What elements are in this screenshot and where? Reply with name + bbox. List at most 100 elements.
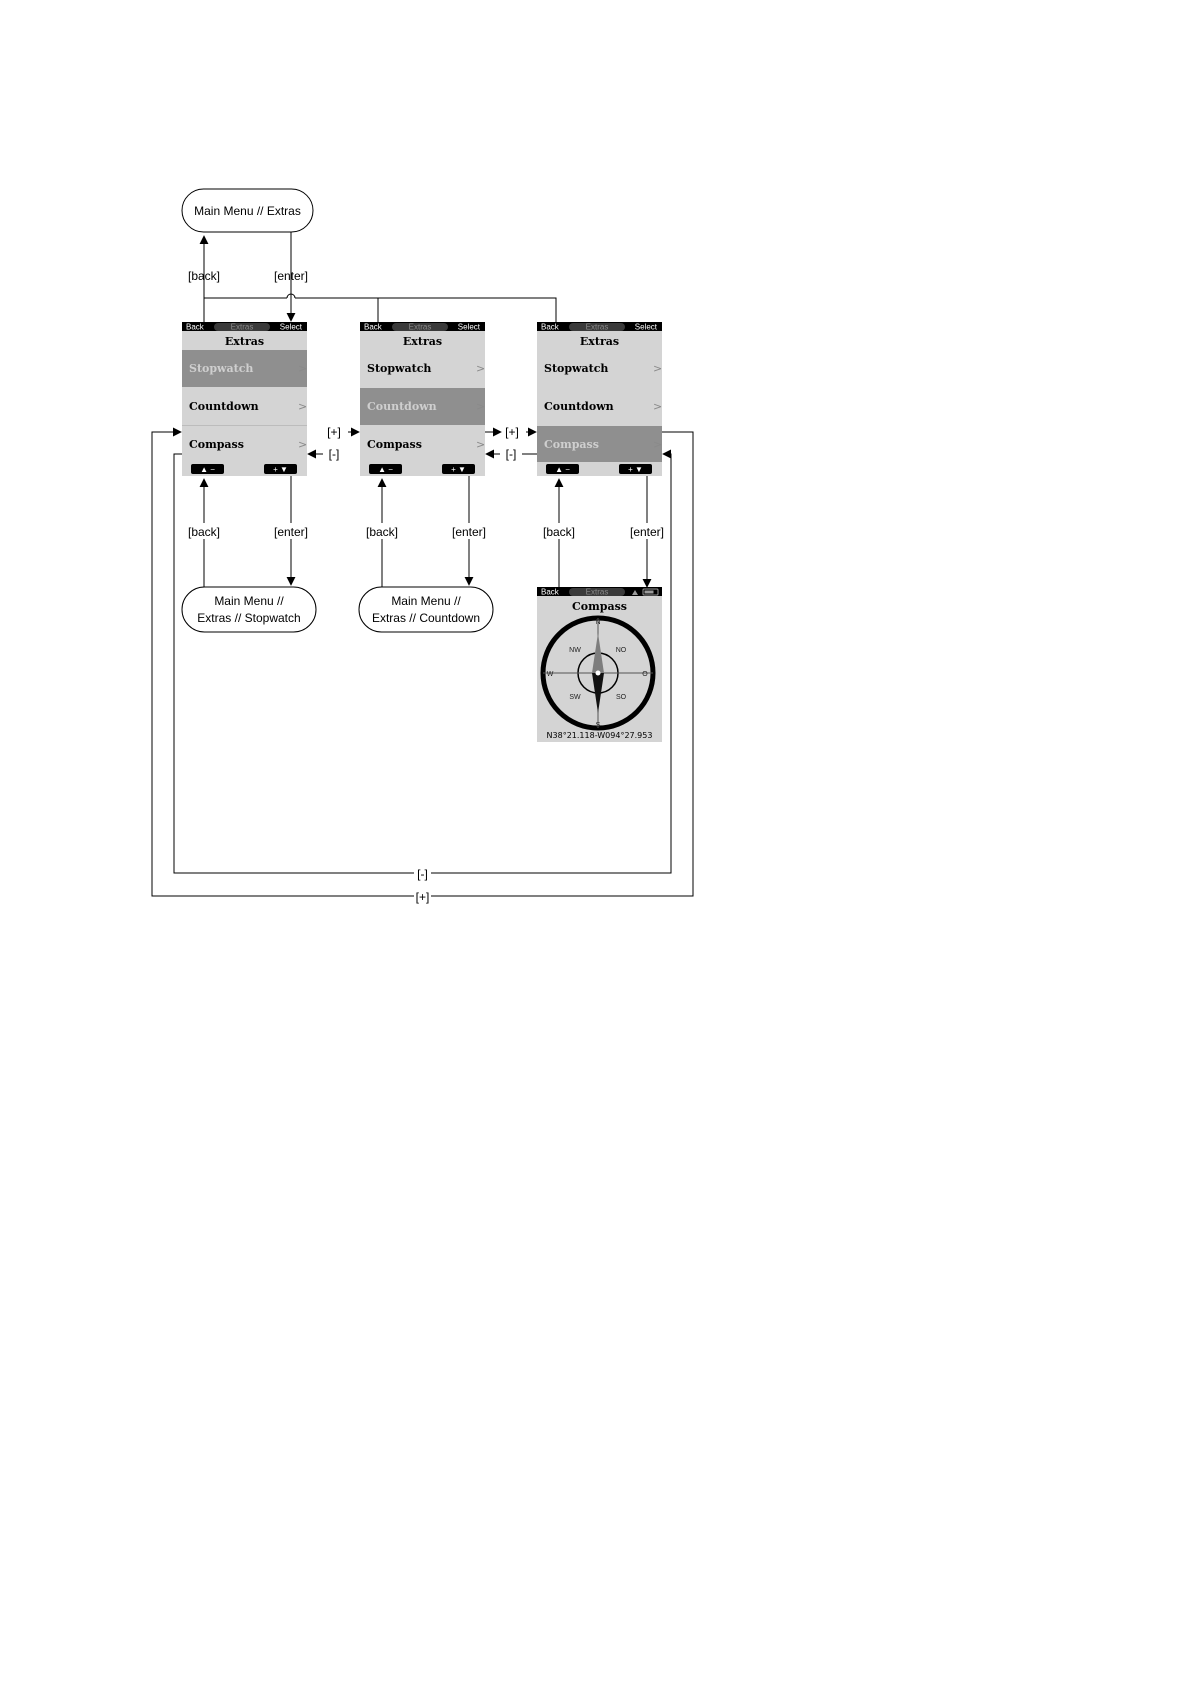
countdown-node-line2: Extras // Countdown <box>372 611 480 625</box>
plus-down-label: + ▼ <box>628 465 643 474</box>
top-bar-back: Back <box>364 323 383 332</box>
top-bar-title: Extras <box>231 323 254 332</box>
back-label-countdown: [back] <box>366 525 398 539</box>
menu-row-stopwatch[interactable] <box>182 350 307 387</box>
menu-row-stopwatch[interactable] <box>537 350 662 387</box>
plus-label-2-3: [+] <box>505 425 519 439</box>
chevron-right-icon: > <box>298 400 307 413</box>
menu-row-countdown-label: Countdown <box>544 400 614 413</box>
line-hop <box>286 293 296 299</box>
main-menu-extras-node: Main Menu // Extras <box>181 188 314 233</box>
battery-icon <box>642 588 659 596</box>
chevron-right-icon: > <box>653 438 662 451</box>
back-label-top: [back] <box>188 269 220 283</box>
compass-o: O <box>642 671 648 678</box>
top-bar-title-pill <box>214 323 270 331</box>
detail-connector-labels: [back] [enter] [back] [enter] [back] [en… <box>186 523 666 539</box>
compass-nw: NW <box>569 647 581 654</box>
main-menu-extras-label: Main Menu // Extras <box>194 204 301 218</box>
countdown-node: Main Menu // Extras // Countdown <box>358 586 494 633</box>
top-bar-select: Select <box>635 323 658 332</box>
top-bar-select: Select <box>458 323 481 332</box>
back-label-compass: [back] <box>543 525 575 539</box>
plus-label-1-2: [+] <box>327 425 341 439</box>
screen-title: Extras <box>580 335 619 348</box>
up-minus-button[interactable] <box>546 464 579 474</box>
minus-label-3-2: [-] <box>506 447 517 461</box>
top-bar-select: Select <box>280 323 303 332</box>
menu-row-compass-label: Compass <box>189 438 244 451</box>
plus-down-label: + ▼ <box>451 465 466 474</box>
countdown-node-line1: Main Menu // <box>391 594 461 608</box>
chevron-right-icon: > <box>476 438 485 451</box>
signal-icon <box>632 590 638 595</box>
minus-label-2-1: [-] <box>329 447 340 461</box>
needle-north <box>592 633 604 673</box>
top-bar-title-pill <box>569 588 625 596</box>
chevron-right-icon: > <box>476 362 485 375</box>
enter-label-compass: [enter] <box>630 525 664 539</box>
stopwatch-node-line1: Main Menu // <box>214 594 284 608</box>
back-label-stopwatch: [back] <box>188 525 220 539</box>
top-bar-back: Back <box>186 323 205 332</box>
chevron-right-icon: > <box>298 362 307 375</box>
menu-row-compass-label: Compass <box>544 438 599 451</box>
compass-rose: N S W O NW NO SW SO <box>540 615 656 731</box>
menu-row-countdown-label: Countdown <box>367 400 437 413</box>
menu-row-countdown-label: Countdown <box>189 400 259 413</box>
plus-down-label: + ▼ <box>273 465 288 474</box>
compass-s: S <box>596 722 601 729</box>
menu-row-countdown[interactable] <box>360 388 485 425</box>
extras-screen-compass-selected: Back Extras Select Extras Stopwatch > Co… <box>537 322 662 476</box>
stopwatch-node: Main Menu // Extras // Stopwatch <box>181 586 317 633</box>
menu-row-countdown[interactable] <box>537 388 662 425</box>
screen-title: Extras <box>225 335 264 348</box>
compass-no: NO <box>616 647 627 654</box>
compass-n: N <box>595 619 600 626</box>
top-bar-title: Extras <box>586 323 609 332</box>
top-bar-back: Back <box>541 323 560 332</box>
top-bar-title-pill <box>569 323 625 331</box>
enter-label-stopwatch: [enter] <box>274 525 308 539</box>
up-minus-label: ▲ − <box>200 465 215 474</box>
plus-down-button[interactable] <box>264 464 297 474</box>
menu-row-compass[interactable] <box>537 426 662 462</box>
menu-row-stopwatch[interactable] <box>360 350 485 387</box>
connector-lines <box>199 232 557 324</box>
menu-row-stopwatch-label: Stopwatch <box>189 362 253 375</box>
screen-title: Extras <box>403 335 442 348</box>
minus-wrap-label: [-] <box>417 867 428 881</box>
enter-label-top: [enter] <box>274 269 308 283</box>
compass-sw: SW <box>569 694 581 701</box>
compass-w: W <box>547 671 554 678</box>
up-minus-label: ▲ − <box>378 465 393 474</box>
menu-row-compass[interactable] <box>182 426 307 462</box>
detail-connectors <box>199 476 652 590</box>
plus-down-button[interactable] <box>619 464 652 474</box>
menu-row-compass-label: Compass <box>367 438 422 451</box>
up-minus-label: ▲ − <box>555 465 570 474</box>
up-minus-button[interactable] <box>191 464 224 474</box>
extras-screen-countdown-selected: Back Extras Select Extras Stopwatch > Co… <box>360 322 485 476</box>
menu-row-compass[interactable] <box>360 426 485 462</box>
back-bus-line <box>204 297 557 322</box>
menu-row-stopwatch-label: Stopwatch <box>544 362 608 375</box>
compass-so: SO <box>616 694 627 701</box>
horizontal-arrows <box>307 427 537 459</box>
screen-title: Compass <box>572 600 627 613</box>
up-minus-button[interactable] <box>369 464 402 474</box>
compass-screen: Back Extras Compass N S W O NW NO SW SO <box>537 587 662 742</box>
plus-wrap-label: [+] <box>416 890 430 904</box>
top-bar-title-pill <box>392 323 448 331</box>
chevron-right-icon: > <box>476 400 485 413</box>
plus-down-button[interactable] <box>442 464 475 474</box>
menu-row-stopwatch-label: Stopwatch <box>367 362 431 375</box>
chevron-right-icon: > <box>653 362 662 375</box>
top-bar-back: Back <box>541 588 560 597</box>
top-bar-title: Extras <box>409 323 432 332</box>
chevron-right-icon: > <box>298 438 307 451</box>
extras-screen-stopwatch-selected: Back Extras Select Extras Stopwatch > Co… <box>182 322 307 476</box>
menu-row-countdown[interactable] <box>182 388 307 425</box>
needle-south <box>592 673 604 713</box>
